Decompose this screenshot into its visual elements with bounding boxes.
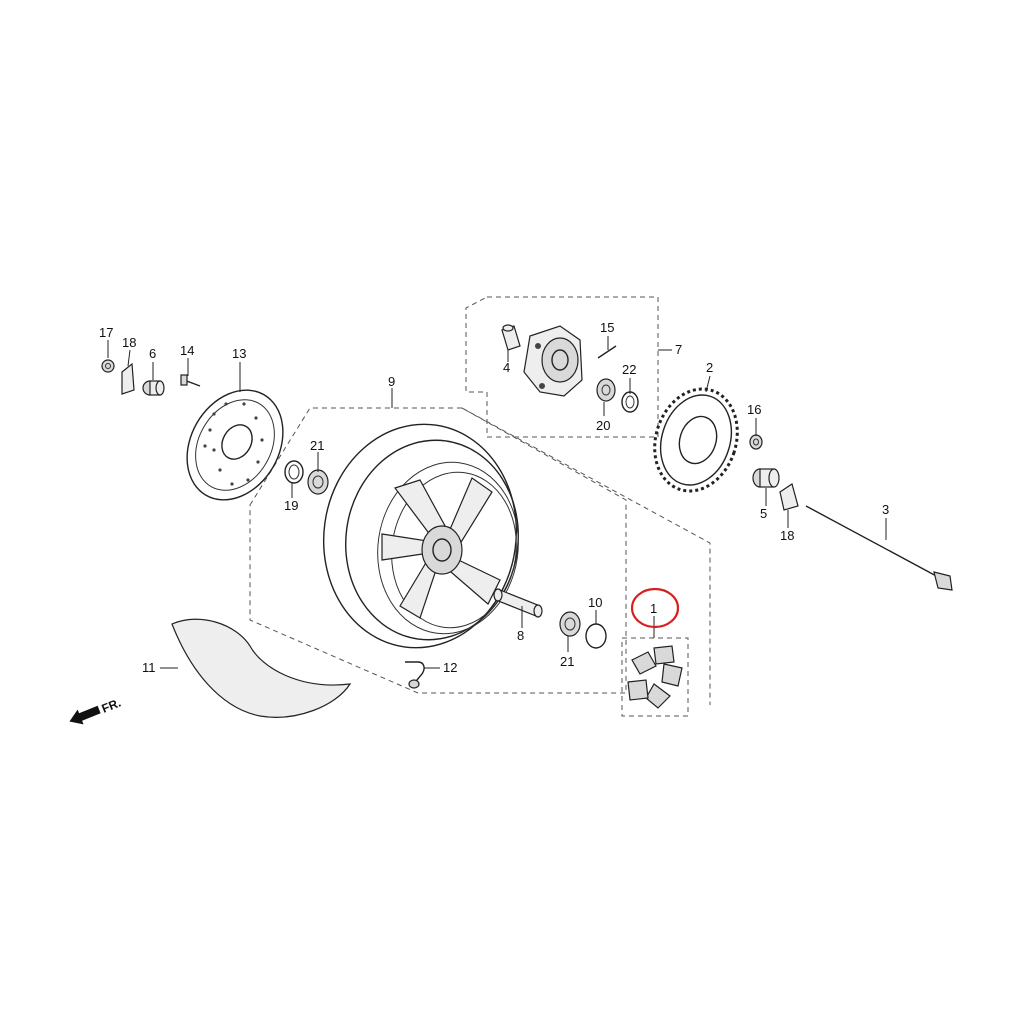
- stud-15: [597, 345, 617, 359]
- callout-20: 20: [596, 418, 610, 433]
- wheel-group-outline: [249, 407, 627, 694]
- callout-21-upper: 21: [310, 438, 324, 453]
- collar-5: [752, 468, 780, 488]
- hub-group-outline: [465, 296, 659, 438]
- nut-17: [101, 359, 115, 373]
- sprocket-2: [653, 387, 739, 493]
- bearing-20: [596, 378, 616, 402]
- callout-19: 19: [284, 498, 298, 513]
- valve-12: [405, 661, 425, 689]
- callout-17: 17: [99, 325, 113, 340]
- callout-22: 22: [622, 362, 636, 377]
- callout-10: 10: [588, 595, 602, 610]
- rear-wheel-9: [322, 423, 519, 649]
- collar-6: [142, 380, 165, 396]
- damper-rubber-set-1: [621, 637, 689, 717]
- callout-11: 11: [142, 660, 156, 675]
- bracket-18-right: [779, 483, 799, 511]
- callout-7: 7: [675, 342, 682, 357]
- o-ring-10: [585, 623, 607, 649]
- seal-22: [621, 391, 639, 413]
- callout-16: 16: [747, 402, 761, 417]
- callout-2: 2: [706, 360, 713, 375]
- front-direction-label: FR.: [100, 696, 123, 716]
- callout-21-lower: 21: [560, 654, 574, 669]
- dust-seal-19: [284, 460, 304, 484]
- callout-12: 12: [443, 660, 457, 675]
- callout-9: 9: [388, 374, 395, 389]
- damper-group-outline: [461, 407, 711, 705]
- callout-3: 3: [882, 502, 889, 517]
- highlight-circle: [630, 587, 680, 629]
- callout-13: 13: [232, 346, 246, 361]
- leader-lines: [107, 336, 887, 669]
- bearing-21-upper: [307, 469, 329, 495]
- callout-8: 8: [517, 628, 524, 643]
- callout-1: 1: [650, 601, 657, 616]
- callout-15: 15: [600, 320, 614, 335]
- collar-8: [493, 588, 543, 618]
- callout-5: 5: [760, 506, 767, 521]
- callout-6: 6: [149, 346, 156, 361]
- bearing-21-lower: [559, 611, 581, 637]
- collar-4: [501, 324, 521, 351]
- bolt-14: [180, 374, 201, 387]
- brake-disc-13: [186, 389, 284, 501]
- mud-guard-11: [171, 618, 352, 718]
- front-direction-arrow: FR.: [69, 696, 123, 725]
- axle-3: [805, 505, 953, 591]
- callout-18-left: 18: [122, 335, 136, 350]
- hub-flange-7: [523, 325, 583, 397]
- callout-18-right: 18: [780, 528, 794, 543]
- callout-4: 4: [503, 360, 510, 375]
- callout-14: 14: [180, 343, 194, 358]
- nut-16: [749, 434, 763, 450]
- bracket-18-left: [121, 362, 135, 395]
